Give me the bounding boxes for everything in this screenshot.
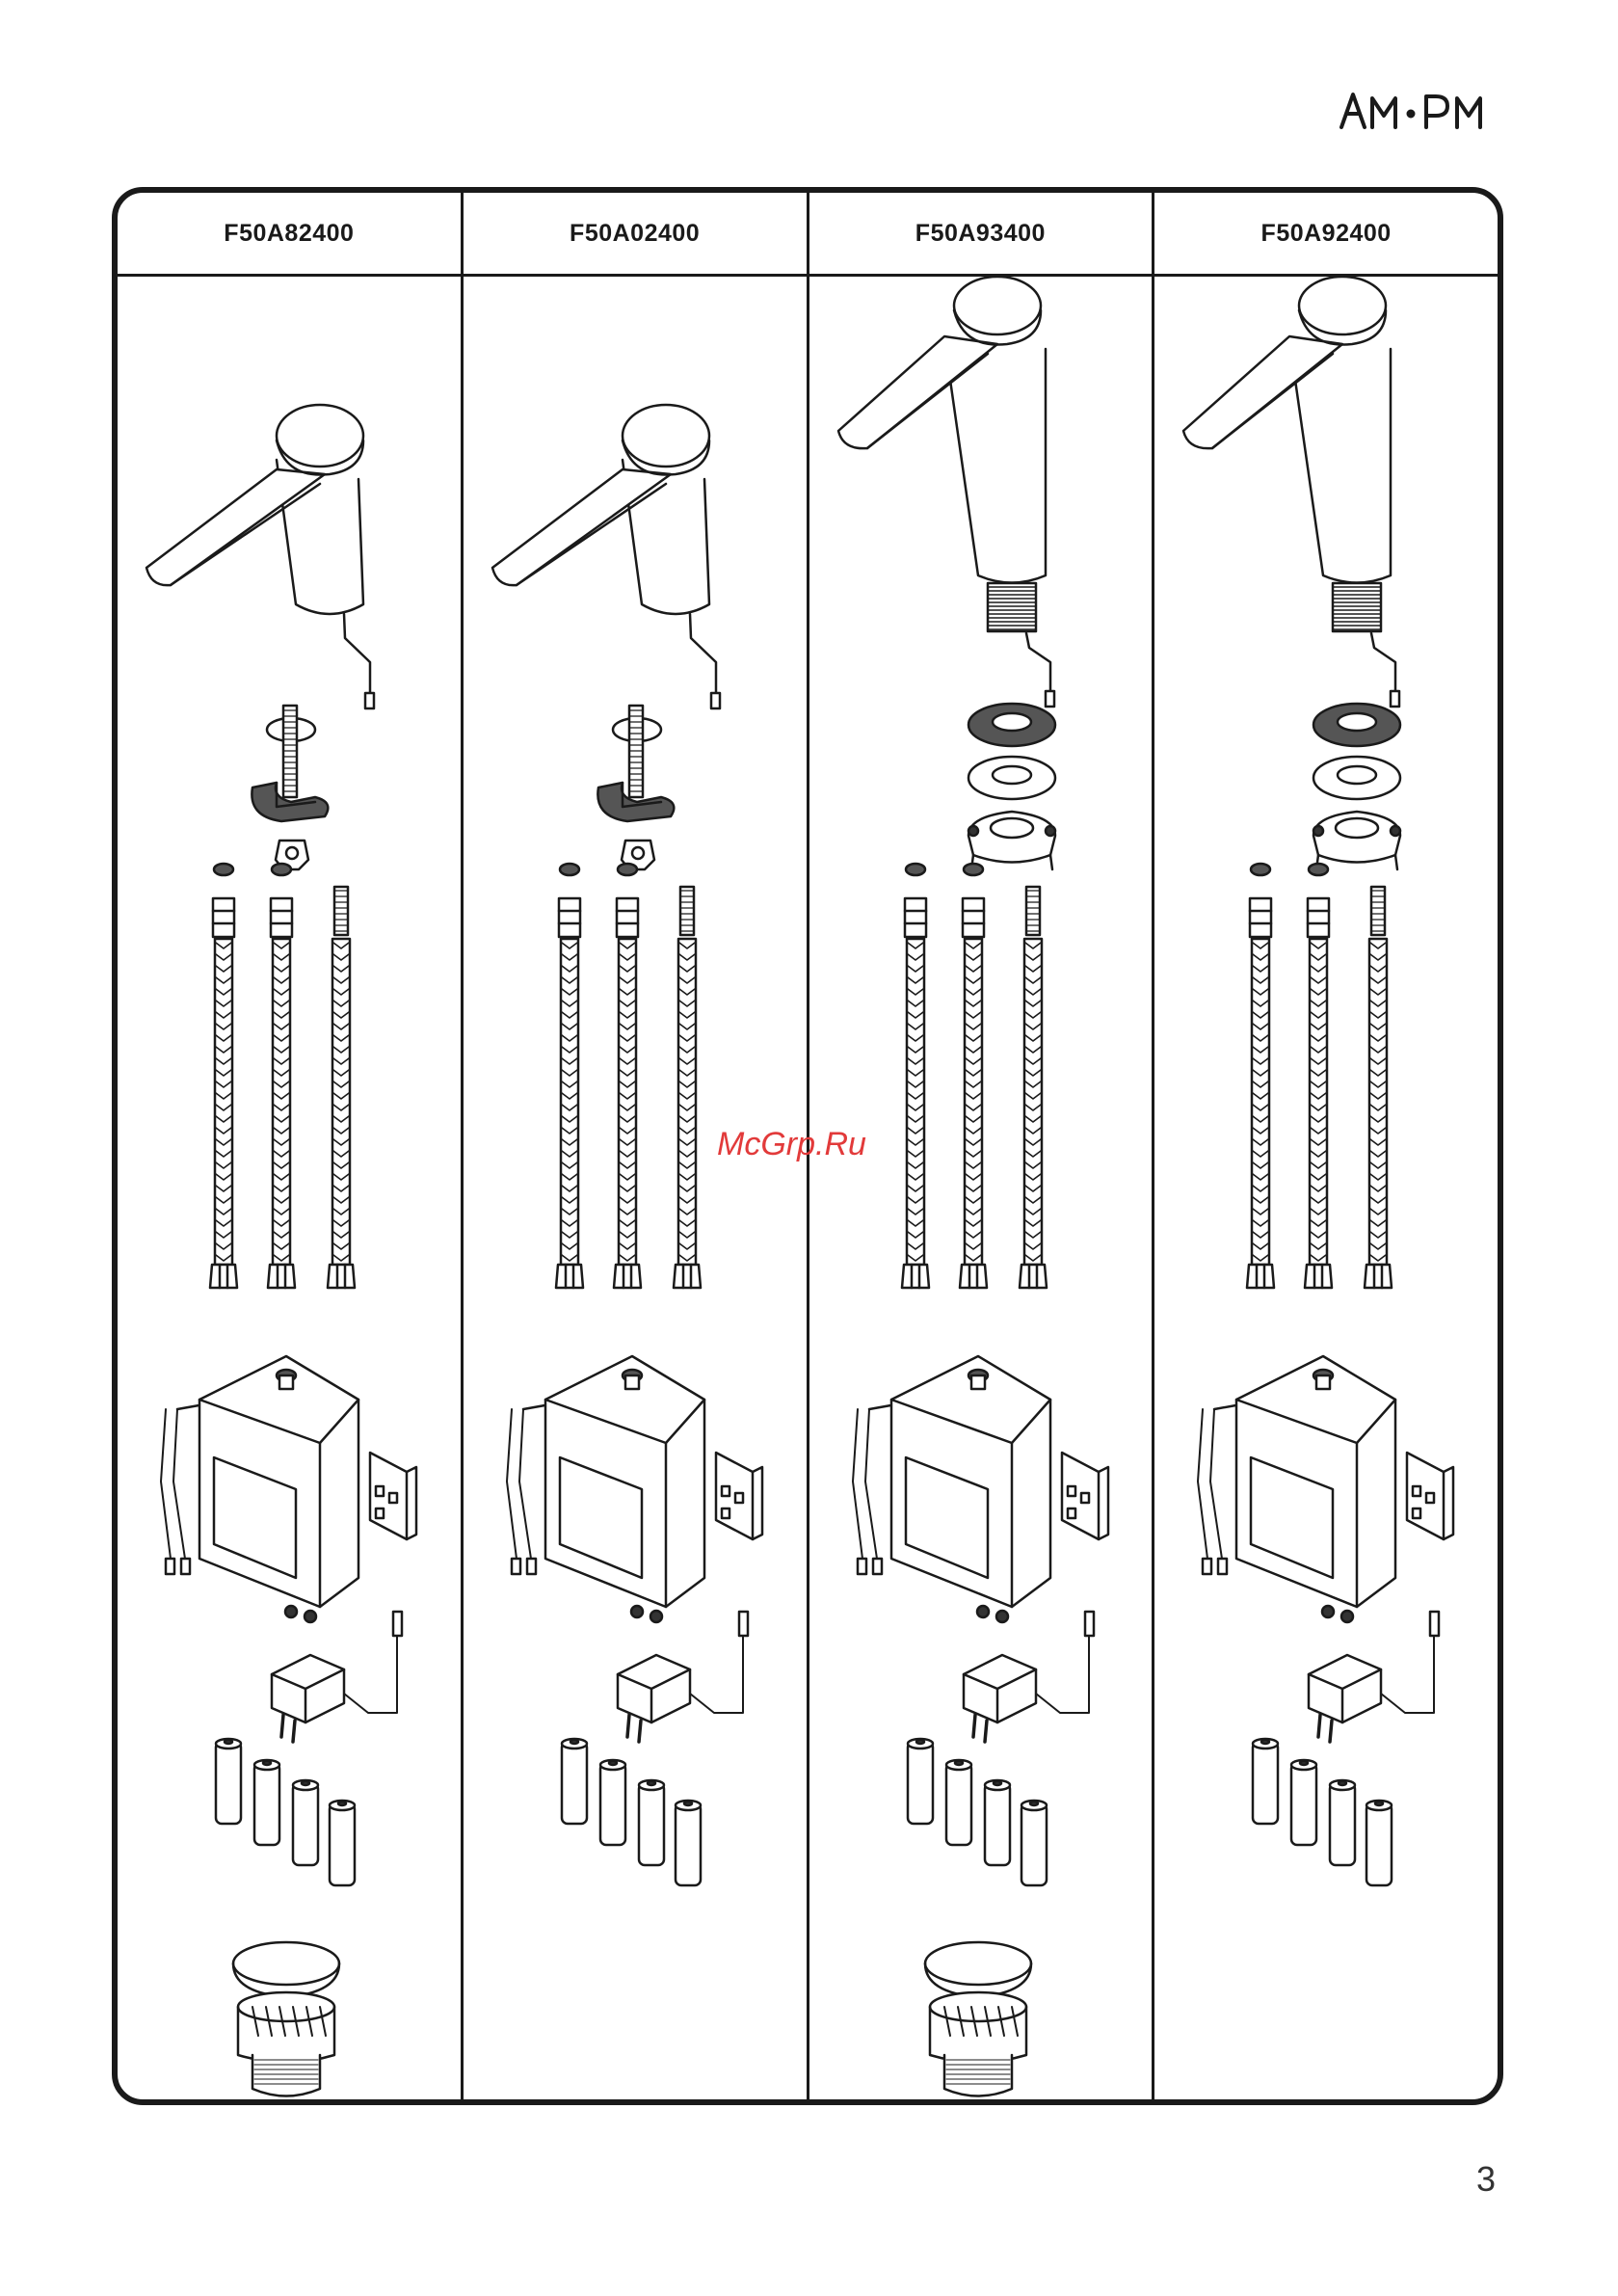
mounting-flange-icon	[1313, 704, 1400, 869]
wall-bracket-icon	[1407, 1453, 1453, 1539]
threaded-shank-icon	[1333, 583, 1399, 707]
faucet-short-icon	[146, 405, 374, 708]
hose-1-icon	[902, 864, 929, 1288]
column-4	[1154, 277, 1498, 2099]
batteries-icon	[1253, 1739, 1392, 1885]
power-adapter-icon	[1309, 1612, 1439, 1742]
table-header-row: F50A82400 F50A02400 F50A93400 F50A92400	[118, 193, 1498, 277]
power-adapter-icon	[618, 1612, 748, 1742]
hose-1-icon	[556, 864, 583, 1288]
column-illustration	[1154, 277, 1495, 2104]
control-box-icon	[161, 1356, 358, 1622]
power-adapter-icon	[272, 1612, 402, 1742]
hose-2-icon	[268, 864, 295, 1288]
column-1	[118, 277, 464, 2099]
wall-bracket-icon	[370, 1453, 416, 1539]
hose-2-icon	[614, 864, 641, 1288]
mounting-stud-icon	[252, 706, 328, 869]
column-3	[809, 277, 1155, 2099]
column-illustration	[464, 277, 804, 2104]
hose-3-icon	[674, 887, 701, 1288]
hose-2-icon	[1305, 864, 1332, 1288]
column-2	[464, 277, 809, 2099]
watermark: McGrp.Ru	[717, 1126, 866, 1163]
control-box-icon	[1198, 1356, 1395, 1622]
hose-2-icon	[960, 864, 987, 1288]
table-body-row	[118, 277, 1498, 2099]
control-box-icon	[853, 1356, 1050, 1622]
threaded-shank-icon	[988, 583, 1054, 707]
brand-logo	[1338, 85, 1511, 143]
model-header-3: F50A93400	[809, 193, 1155, 274]
power-adapter-icon	[964, 1612, 1094, 1742]
wall-bracket-icon	[1062, 1453, 1108, 1539]
model-header-4: F50A92400	[1154, 193, 1498, 274]
hose-3-icon	[1365, 887, 1392, 1288]
control-box-icon	[507, 1356, 704, 1622]
page-number: 3	[1476, 2159, 1496, 2200]
faucet-tall-icon	[1183, 277, 1391, 583]
hose-1-icon	[210, 864, 237, 1288]
column-illustration	[809, 277, 1150, 2104]
hose-1-icon	[1247, 864, 1274, 1288]
mounting-stud-icon	[597, 706, 674, 869]
drain-plug-icon	[233, 1942, 339, 2096]
column-illustration	[118, 277, 458, 2104]
mounting-flange-icon	[968, 704, 1055, 869]
batteries-icon	[562, 1739, 701, 1885]
hose-3-icon	[1020, 887, 1047, 1288]
faucet-short-icon	[492, 405, 720, 708]
wall-bracket-icon	[716, 1453, 762, 1539]
drain-plug-icon	[925, 1942, 1031, 2096]
model-header-2: F50A02400	[464, 193, 809, 274]
model-header-1: F50A82400	[118, 193, 464, 274]
batteries-icon	[216, 1739, 355, 1885]
batteries-icon	[908, 1739, 1047, 1885]
faucet-tall-icon	[838, 277, 1046, 583]
hose-3-icon	[328, 887, 355, 1288]
